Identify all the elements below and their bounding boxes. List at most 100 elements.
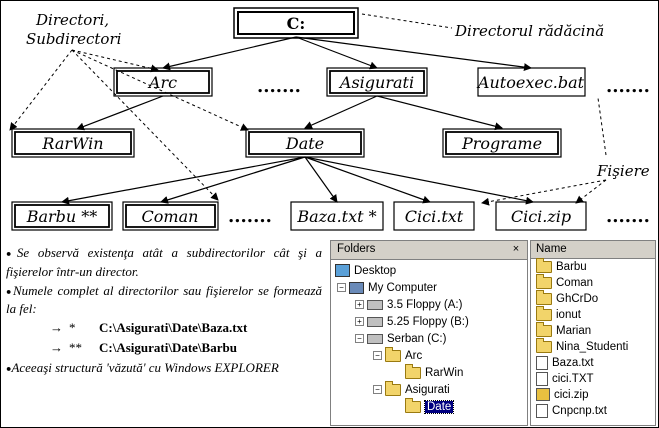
tree-item-label: Serban (C:) xyxy=(387,333,447,345)
ellipsis-level1: ....... xyxy=(257,76,301,97)
root-label: C: xyxy=(287,14,306,33)
path-1-marker: * xyxy=(69,320,76,336)
list-item[interactable]: Cnpcnp.txt xyxy=(531,403,655,419)
path-2-marker: ** xyxy=(69,340,82,356)
node-baza xyxy=(290,201,384,231)
path-line-2: →**C:\Asigurati\Date\Barbu xyxy=(50,339,322,356)
bullet-icon: ● xyxy=(6,286,13,297)
path-line-1: →*C:\Asigurati\Date\Baza.txt xyxy=(50,319,322,336)
text-file-icon xyxy=(536,371,548,386)
close-icon[interactable]: × xyxy=(512,243,520,255)
node-arc-inner xyxy=(116,70,210,94)
tree-item-label: RarWin xyxy=(425,367,464,379)
list-item-label: ionut xyxy=(556,309,581,321)
list-item[interactable]: Baza.txt xyxy=(531,355,655,371)
root-node-outer xyxy=(233,7,359,39)
node-date-outer xyxy=(245,128,365,158)
node-cici-zip xyxy=(495,201,587,231)
expand-toggle-icon[interactable]: + xyxy=(355,317,364,327)
folder-open-icon xyxy=(405,397,421,413)
ellipsis-level1-right: ....... xyxy=(606,76,650,97)
list-item-label: GhCrDo xyxy=(556,293,599,305)
collapse-toggle-icon[interactable]: − xyxy=(355,334,364,344)
list-item-label: cici.zip xyxy=(554,389,589,401)
floppy-icon xyxy=(367,316,383,327)
note-3: ●Aceeaşi structură 'văzută' cu Windows E… xyxy=(6,359,322,378)
tree-item-arc[interactable]: − Arc xyxy=(373,346,423,365)
list-item[interactable]: Marian xyxy=(531,321,655,339)
tree-item-date[interactable]: Date xyxy=(405,397,455,416)
collapse-toggle-icon[interactable]: − xyxy=(337,283,346,293)
node-rarwin-inner xyxy=(14,131,132,155)
list-item[interactable]: Coman xyxy=(531,273,655,291)
tree-item-label: My Computer xyxy=(368,282,438,294)
node-label-cici-txt: Cici.txt xyxy=(405,207,464,226)
node-label-rarwin: RarWin xyxy=(41,134,103,153)
tree-edges xyxy=(61,36,534,205)
node-autoexec xyxy=(477,67,586,97)
folder-icon xyxy=(536,337,552,353)
tree-item-drive-c[interactable]: − Serban (C:) xyxy=(355,331,446,348)
list-item-label: Coman xyxy=(556,277,594,289)
tree-item-rarwin[interactable]: RarWin xyxy=(405,363,464,382)
folder-icon xyxy=(536,289,552,305)
folders-panel-title: Folders xyxy=(337,243,376,255)
tree-item-floppy-a[interactable]: +3.5 Floppy (A:) xyxy=(355,297,462,314)
folders-panel-header: Folders × xyxy=(331,241,527,260)
tree-item-asigurati[interactable]: − Asigurati xyxy=(373,380,450,399)
tree-nodes xyxy=(11,7,587,231)
tree-item-label-selected: Date xyxy=(423,400,455,414)
node-label-cici-zip: Cici.zip xyxy=(511,207,571,226)
computer-icon xyxy=(349,281,364,294)
tree-item-my-computer[interactable]: − My Computer xyxy=(337,280,437,297)
list-item[interactable]: GhCrDo xyxy=(531,289,655,307)
list-item-label: Cnpcnp.txt xyxy=(552,405,607,417)
text-file-icon xyxy=(536,355,548,370)
collapse-toggle-icon[interactable]: − xyxy=(373,385,382,395)
floppy-icon xyxy=(367,299,383,310)
tree-item-label: 5.25 Floppy (B:) xyxy=(387,316,469,328)
annotation-directori: Directori, xyxy=(35,11,109,29)
text-file-icon xyxy=(536,403,548,418)
tree-item-floppy-b[interactable]: +5.25 Floppy (B:) xyxy=(355,314,469,331)
tree-item-label: Arc xyxy=(405,350,423,362)
node-barbu-inner xyxy=(14,204,110,228)
node-asigurati-outer xyxy=(326,67,428,97)
folder-icon xyxy=(385,380,401,396)
list-item[interactable]: Barbu xyxy=(531,257,655,275)
path-1-text: C:\Asigurati\Date\Baza.txt xyxy=(99,320,248,336)
list-item-label: Nina_Studenti xyxy=(556,341,629,353)
note-2: ●Numele complet al directorilor sau fişi… xyxy=(6,282,322,318)
tree-item-label: Asigurati xyxy=(405,384,450,396)
explorer-files-panel: Name Barbu Coman GhCrDo ionut Marian Nin… xyxy=(530,240,656,426)
folder-icon xyxy=(405,363,421,379)
node-label-barbu: Barbu ** xyxy=(26,207,98,226)
folder-icon xyxy=(536,273,552,289)
list-item-label: Marian xyxy=(556,325,592,337)
node-label-programe: Programe xyxy=(461,134,542,153)
list-item[interactable]: cici.TXT xyxy=(531,371,655,387)
list-item[interactable]: cici.zip xyxy=(531,387,655,403)
node-arc-outer xyxy=(113,67,213,97)
path-2-text: C:\Asigurati\Date\Barbu xyxy=(99,340,237,356)
tree-item-label: 3.5 Floppy (A:) xyxy=(387,299,463,311)
node-label-date: Date xyxy=(285,134,324,153)
node-asigurati-inner xyxy=(329,70,425,94)
list-item[interactable]: ionut xyxy=(531,305,655,323)
node-programe-inner xyxy=(445,131,559,155)
column-header-name[interactable]: Name xyxy=(531,241,655,259)
bullet-icon: ● xyxy=(6,363,12,374)
tree-item-desktop[interactable]: Desktop xyxy=(335,263,396,280)
tree-item-label: Desktop xyxy=(354,265,397,277)
node-barbu-outer xyxy=(11,201,113,231)
list-item[interactable]: Nina_Studenti xyxy=(531,337,655,355)
folder-icon xyxy=(536,305,552,321)
node-label-autoexec: Autoexec.bat xyxy=(476,73,585,92)
zip-file-icon xyxy=(536,388,550,402)
expand-toggle-icon[interactable]: + xyxy=(355,300,364,310)
collapse-toggle-icon[interactable]: − xyxy=(373,351,382,361)
note-1-text: Se observă existenţa atât a subdirectori… xyxy=(6,245,322,279)
node-rarwin-outer xyxy=(11,128,135,158)
note-2-text: Numele complet al directorilor sau fişie… xyxy=(6,282,322,317)
desktop-icon xyxy=(335,264,350,278)
